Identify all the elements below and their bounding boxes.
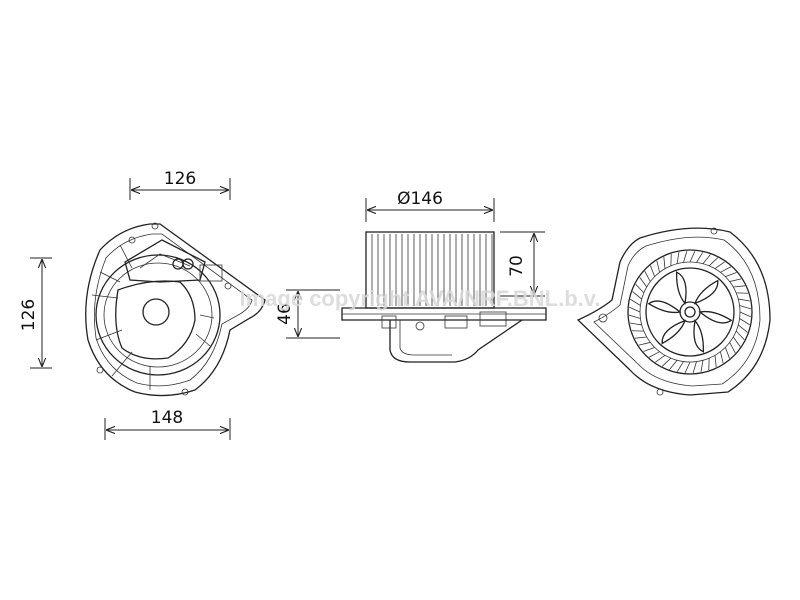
blower-blade — [634, 336, 647, 339]
fan-vane — [661, 319, 687, 345]
dim-label-front-bottom: 148 — [151, 408, 183, 428]
blower-blade — [638, 342, 651, 346]
dim-label-side-offset: 46 — [275, 303, 295, 325]
blower-blade — [732, 336, 741, 347]
blower-blade — [632, 291, 642, 300]
blower-blade — [729, 342, 736, 354]
blower-blade — [720, 351, 724, 364]
rear-view — [576, 227, 771, 396]
dim-front-bottom: 148 — [104, 408, 231, 440]
blower-blade — [669, 360, 678, 370]
blower-blade — [738, 298, 751, 302]
blower-blade — [692, 361, 697, 374]
blower-blade — [639, 277, 648, 288]
fan-vane — [675, 271, 687, 305]
blower-blade — [628, 314, 641, 319]
blower-blade — [663, 256, 666, 269]
blower-blade — [650, 265, 656, 277]
blower-blade — [702, 254, 711, 264]
blower-blade — [739, 305, 752, 310]
blower-blade — [629, 306, 641, 313]
fan-vane — [693, 319, 705, 353]
blower-blade — [700, 360, 704, 373]
front-view — [85, 222, 266, 397]
blower-blade — [714, 261, 725, 270]
blower-blade — [684, 361, 691, 373]
dim-label-side-height: 70 — [507, 255, 527, 277]
blower-blade — [644, 270, 651, 282]
blower-blade — [720, 266, 732, 273]
blower-blade — [676, 361, 684, 372]
fan-vane — [698, 310, 733, 324]
blower-blade — [739, 311, 751, 318]
fan-vane — [693, 279, 719, 305]
blower-blade — [729, 278, 742, 282]
dim-front-top: 126 — [129, 169, 231, 200]
dim-label-front-height: 126 — [19, 299, 39, 331]
blower-blade — [739, 318, 750, 326]
blower-blade — [656, 260, 660, 273]
blower-blade — [648, 351, 660, 358]
blower-blade — [630, 298, 641, 306]
dim-label-front-top: 126 — [164, 169, 196, 189]
blower-blade — [714, 355, 717, 368]
dim-side-height: 70 — [500, 231, 545, 297]
fan-vane — [647, 300, 682, 314]
dim-side-diameter: Ø146 — [365, 189, 495, 222]
dim-label-side-diameter: Ø146 — [397, 189, 443, 209]
blower-blade — [643, 346, 655, 352]
blower-blade — [655, 354, 666, 363]
blower-blade — [661, 357, 672, 367]
watermark-text: Image copyright AVA/NRF.BNL.b.v. — [240, 286, 601, 311]
blower-blade — [683, 250, 688, 263]
blower-blade — [635, 283, 645, 294]
blower-blade — [735, 330, 745, 341]
blower-blade — [725, 272, 737, 278]
blower-blade — [676, 251, 680, 264]
dim-front-height: 126 — [19, 257, 52, 369]
blower-blade — [708, 257, 719, 267]
blower-blade — [689, 251, 696, 263]
side-view — [341, 231, 547, 363]
blower-blade — [696, 252, 704, 263]
dim-side-offset: 46 — [275, 289, 340, 339]
blower-blade — [733, 285, 746, 288]
blower-blade — [724, 347, 730, 359]
blower-blade — [629, 322, 642, 326]
blower-blade — [738, 324, 748, 333]
